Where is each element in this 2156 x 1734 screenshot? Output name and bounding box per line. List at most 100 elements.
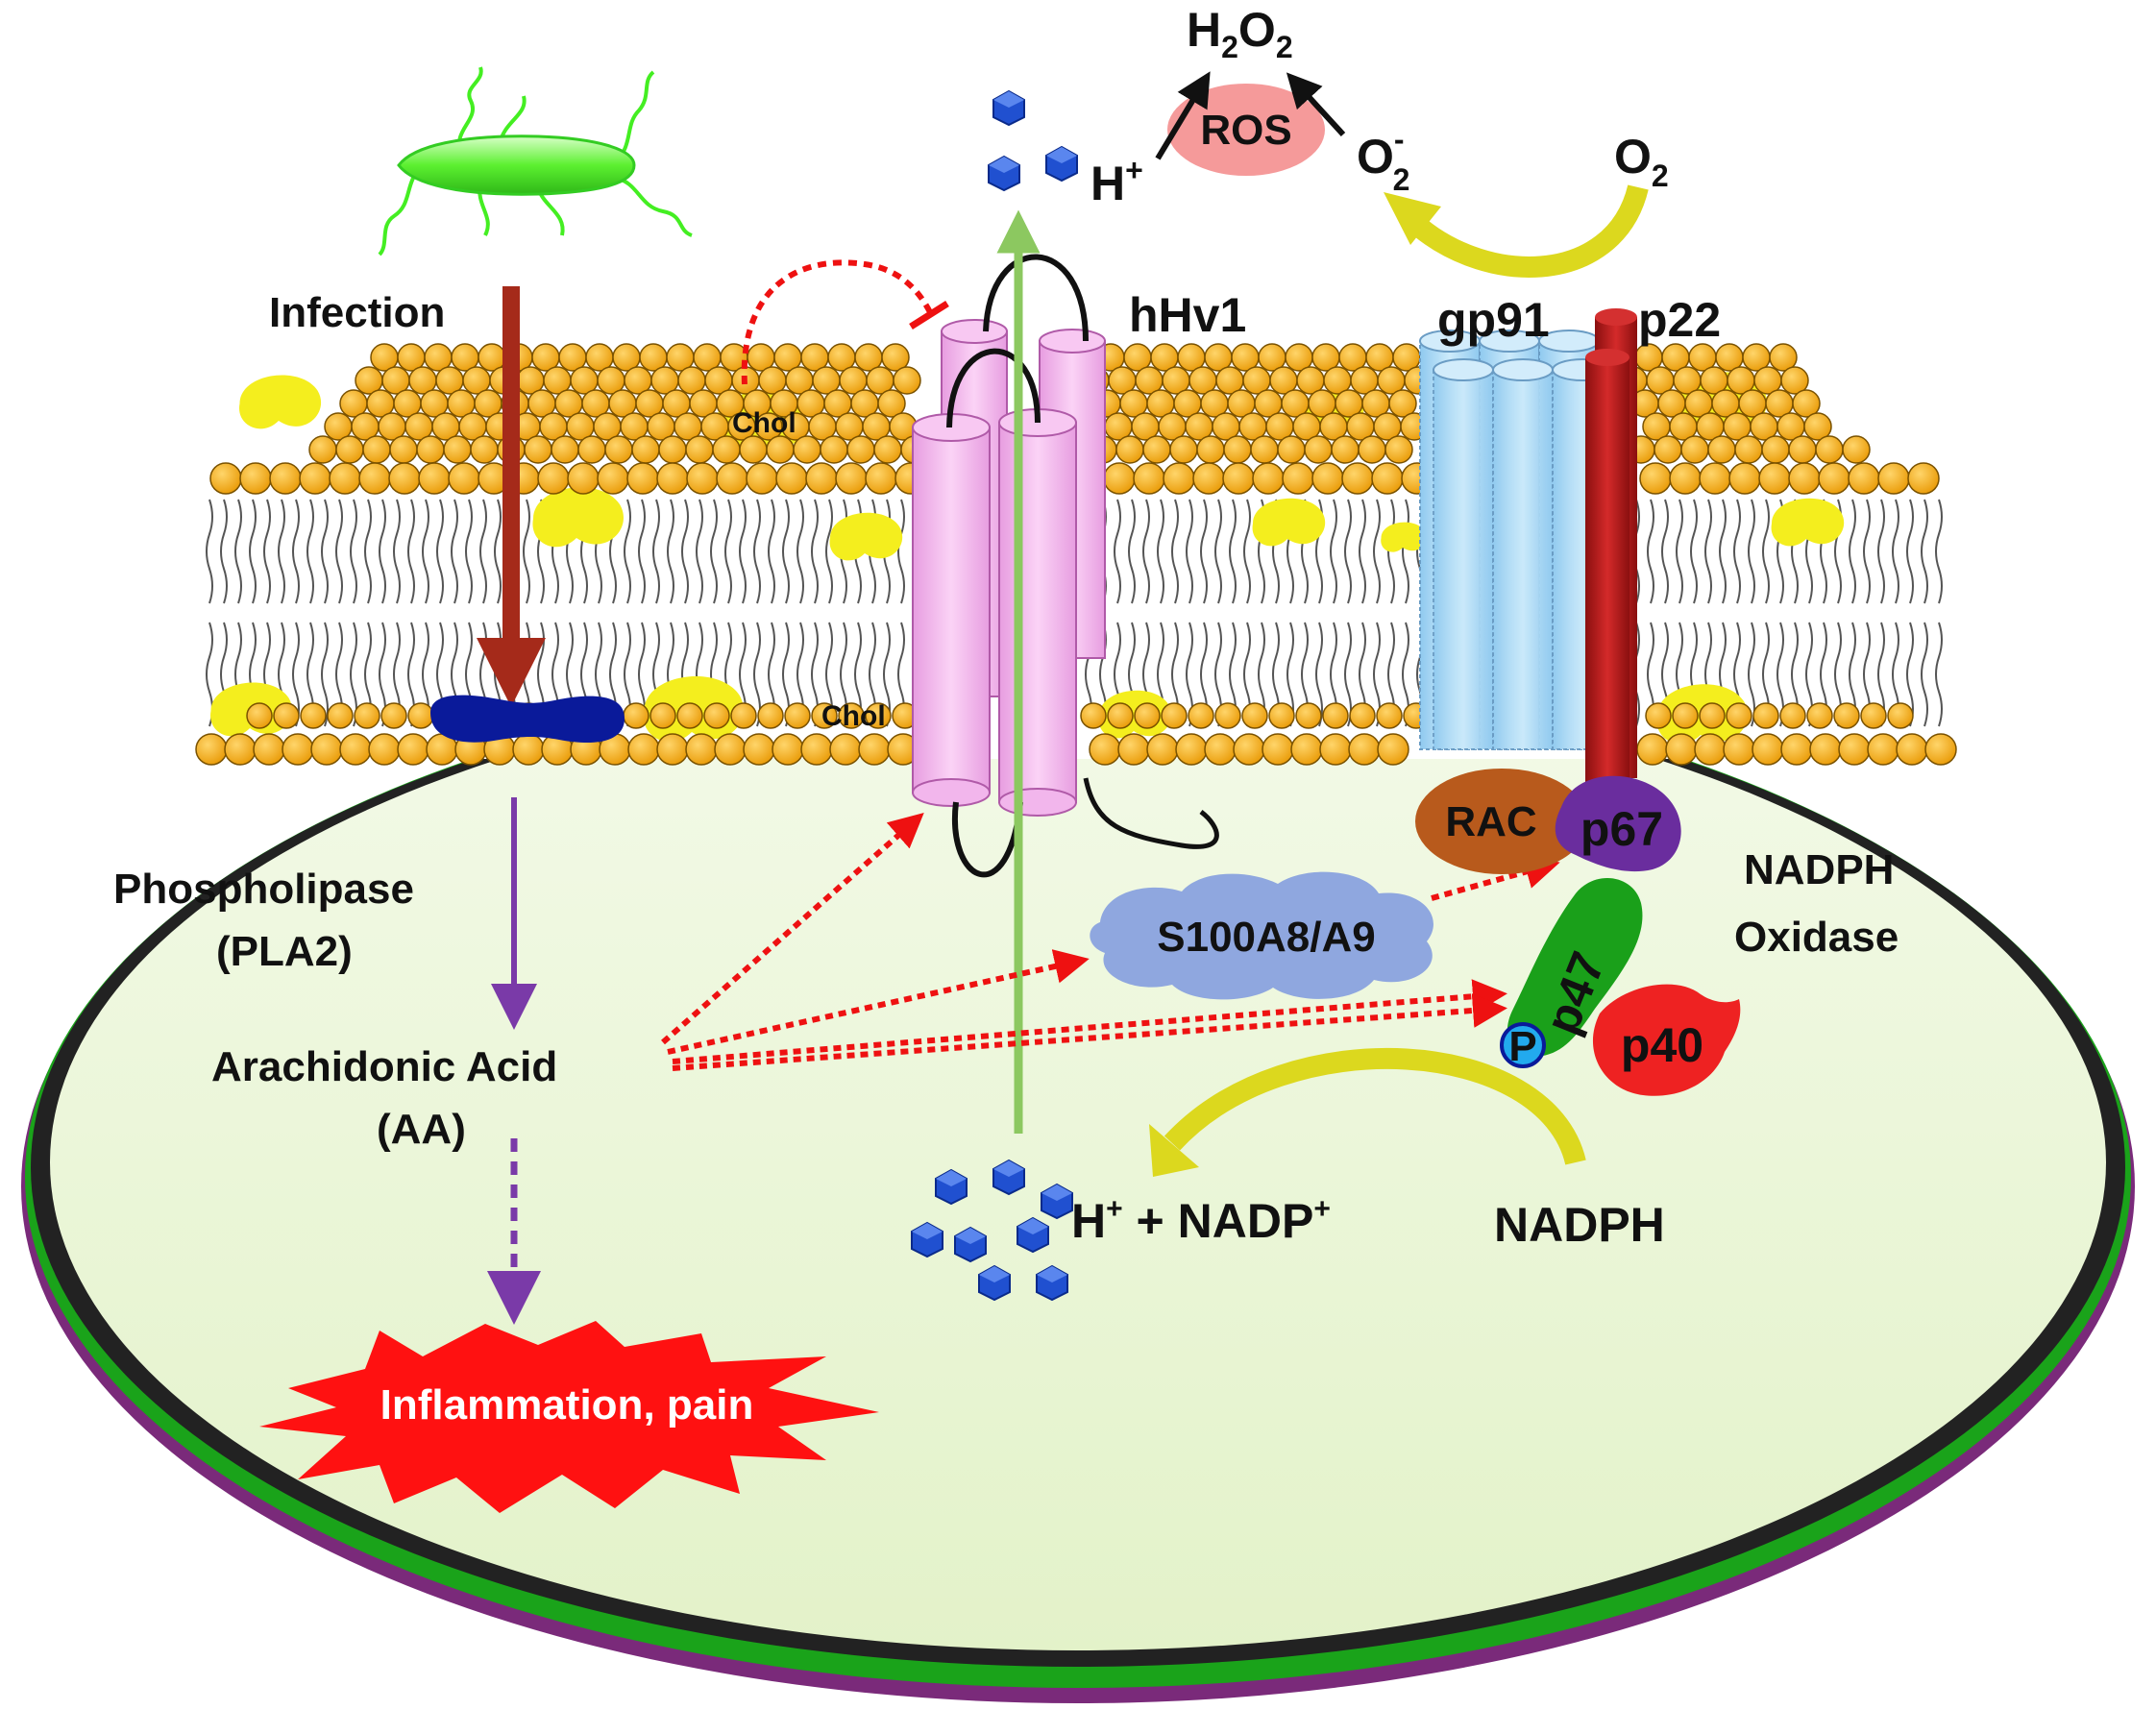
lipid-head xyxy=(1192,462,1225,495)
lipid-head xyxy=(766,435,795,464)
lipid-head xyxy=(597,462,629,495)
cholesterol xyxy=(239,375,322,429)
lipid-head xyxy=(1867,733,1899,766)
lipid-tail xyxy=(523,499,530,604)
lipid-head xyxy=(1304,435,1333,464)
lipid-tail xyxy=(1359,499,1366,604)
lipid-head xyxy=(858,733,891,766)
lipid-head xyxy=(829,733,862,766)
lipid-tail xyxy=(436,499,444,604)
nadph-oxidase-label-1: NADPH xyxy=(1744,846,1894,893)
lipid-head xyxy=(358,462,391,495)
lipid-head xyxy=(772,733,804,766)
lipid-head xyxy=(811,702,838,729)
lipid-tail xyxy=(1243,499,1251,604)
lipid-head xyxy=(1752,702,1779,729)
lipid-tail xyxy=(1142,499,1150,604)
lipid-tail xyxy=(220,499,228,604)
lipid-head xyxy=(686,462,719,495)
lipid-head xyxy=(310,733,343,766)
h2o2-label: H2O2 xyxy=(1187,3,1293,64)
lipid-head xyxy=(743,733,775,766)
lipid-head xyxy=(838,702,865,729)
lipid-head xyxy=(893,366,921,395)
lipid-head xyxy=(1142,435,1171,464)
lipid-tail xyxy=(1877,499,1885,604)
cholesterol xyxy=(532,487,624,548)
lipid-tail xyxy=(1128,499,1136,604)
lipid-head xyxy=(1262,733,1294,766)
lipid-head xyxy=(1694,733,1727,766)
proton-highlight xyxy=(993,91,1024,108)
lipid-head xyxy=(1388,389,1417,418)
lipid-head xyxy=(1665,733,1698,766)
lipid-head xyxy=(1860,702,1887,729)
bacterium xyxy=(378,66,693,256)
lipid-head xyxy=(1175,733,1208,766)
lipid-head xyxy=(1639,462,1672,495)
lipid-head xyxy=(1161,702,1188,729)
cholesterol xyxy=(1771,498,1845,547)
lipid-head xyxy=(1163,462,1195,495)
oxygen-label: O2 xyxy=(1614,130,1669,193)
lipid-tail xyxy=(479,499,487,604)
lipid-head xyxy=(407,702,434,729)
lipid-head xyxy=(685,733,718,766)
lipid-tail xyxy=(1935,622,1943,727)
lipid-head xyxy=(380,702,407,729)
s100-cloud xyxy=(1090,871,1433,1000)
lipid-head xyxy=(246,702,273,729)
lipid-tail xyxy=(652,499,660,604)
lipid-head xyxy=(730,702,757,729)
lipid-head xyxy=(209,462,242,495)
lipid-head xyxy=(656,462,689,495)
lipid-tail xyxy=(1330,499,1337,604)
lipid-head xyxy=(1788,435,1817,464)
lipid-head xyxy=(1887,702,1914,729)
p40-label: p40 xyxy=(1621,1018,1703,1072)
infection-label: Infection xyxy=(269,289,445,336)
proton-highlight xyxy=(1046,147,1077,163)
lipid-head xyxy=(1680,435,1709,464)
lipid-tail xyxy=(379,499,386,604)
lipid-head xyxy=(1924,733,1957,766)
lipid-tail xyxy=(768,499,775,604)
lipid-tail xyxy=(782,499,790,604)
lipid-head xyxy=(1241,702,1268,729)
lipid-tail xyxy=(1733,499,1741,604)
lipid-tail xyxy=(1863,499,1871,604)
lipid-head xyxy=(1669,462,1702,495)
lipid-head xyxy=(873,435,902,464)
lipid-tail xyxy=(1171,499,1179,604)
lipid-head xyxy=(1146,733,1179,766)
lipid-tail xyxy=(1186,499,1193,604)
lipid-tail xyxy=(407,499,415,604)
inflammation-label: Inflammation, pain xyxy=(380,1381,754,1429)
lipid-head xyxy=(739,435,768,464)
lipid-tail xyxy=(681,499,689,604)
phospholipase-label: Phospholipase xyxy=(113,866,414,913)
lipid-head xyxy=(881,343,910,372)
lipid-head xyxy=(512,733,545,766)
lipid-tail xyxy=(1200,499,1208,604)
lipid-head xyxy=(1769,343,1798,372)
lipid-head xyxy=(1223,435,1252,464)
lipid-head xyxy=(299,462,331,495)
p47-subunit xyxy=(1507,877,1643,1057)
lipid-tail xyxy=(1661,499,1669,604)
lipid-head xyxy=(784,702,811,729)
lipid-head xyxy=(757,702,784,729)
lipid-head xyxy=(1169,435,1198,464)
lipid-tail xyxy=(292,622,300,727)
lipid-head xyxy=(1222,462,1255,495)
lipid-head xyxy=(1877,462,1910,495)
nadph-conversion-arrow xyxy=(1164,1048,1586,1165)
proton-highlight xyxy=(989,157,1019,173)
gp91-label: gp91 xyxy=(1437,293,1550,347)
lipid-head xyxy=(1250,435,1279,464)
lipid-head xyxy=(793,435,821,464)
proton-highlight xyxy=(993,1160,1024,1177)
lipid-tail xyxy=(1906,499,1914,604)
lipid-tail xyxy=(696,499,703,604)
